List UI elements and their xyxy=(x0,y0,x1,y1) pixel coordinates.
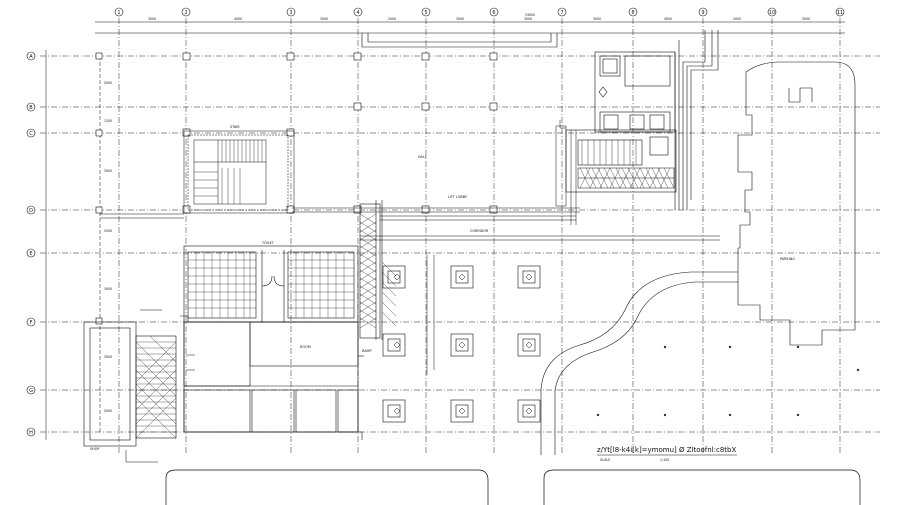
bottom-road-outlines xyxy=(165,469,861,505)
planters xyxy=(382,265,541,423)
dimension-text: 2000 xyxy=(733,17,741,21)
row-label: F xyxy=(30,320,33,326)
drawing-title-block: z/Yt[l8-k4i[k]=ymomu] Ø Zltoofnl:c8tbX S… xyxy=(597,446,737,462)
stair-label: STAIR xyxy=(230,125,240,129)
ramp-label: RAMP xyxy=(362,349,372,353)
grid-lines-horizontal xyxy=(40,55,880,433)
top-dimension-line xyxy=(95,21,845,34)
column-label: 1 xyxy=(117,10,120,16)
row-label: D xyxy=(29,208,33,214)
tile-grid-left xyxy=(188,252,256,318)
drawing-title: z/Yt[l8-k4i[k]=ymomu] Ø Zltoofnl:c8tbX xyxy=(597,446,736,454)
column-bubble-labels: 1 2 3 4 5 6 7 8 9 10 11 xyxy=(117,10,843,16)
tile-grid-right xyxy=(288,252,354,318)
dimension-text: 3000 xyxy=(524,17,532,21)
column-label: 11 xyxy=(837,10,843,16)
stair-hatch-lower xyxy=(135,335,177,439)
column-label: 10 xyxy=(769,10,775,16)
column-label: 7 xyxy=(560,10,563,16)
service-core xyxy=(565,30,719,210)
toilet-label: TOILET xyxy=(261,241,275,245)
ramp-hatch xyxy=(359,200,397,340)
hatch-strip-upper xyxy=(577,167,675,189)
row-bubble-labels: A B C D E F G H xyxy=(29,54,33,436)
planter-dimension-ticks xyxy=(426,255,435,375)
column-label: 6 xyxy=(492,10,495,16)
dimension-text: 4000 xyxy=(664,17,672,21)
site-boundary-right xyxy=(540,61,856,455)
structural-columns xyxy=(95,52,498,325)
parking-label: PARKING xyxy=(780,257,795,261)
dimension-text: 3000 xyxy=(802,17,810,21)
column-label: 8 xyxy=(631,10,634,16)
row-bubbles xyxy=(26,51,36,437)
stair-block-upper xyxy=(183,130,295,214)
column-bubbles xyxy=(114,7,845,17)
row-label: H xyxy=(29,430,33,436)
parking-bay-dots xyxy=(596,345,860,417)
dimension-text: 3000 xyxy=(456,17,464,21)
row-label: A xyxy=(29,54,33,60)
grid-lines-vertical xyxy=(118,18,841,455)
row-label: E xyxy=(29,251,32,257)
row-label: B xyxy=(29,105,33,111)
dimension-text: 2000 xyxy=(104,81,112,85)
row-label: C xyxy=(29,131,33,137)
dimension-text: 3000 xyxy=(320,17,328,21)
dimension-text: 3000 xyxy=(104,355,112,359)
overall-dimension-text: 33000 xyxy=(525,13,535,17)
top-entrance-outline xyxy=(361,33,558,48)
column-label: 4 xyxy=(356,10,359,16)
dimension-text: 3000 xyxy=(104,287,112,291)
level-markers xyxy=(125,309,195,463)
core-link-wall xyxy=(555,120,577,225)
dimension-text: 3000 xyxy=(104,169,112,173)
column-label: 2 xyxy=(184,10,187,16)
room-label: ROOM xyxy=(300,345,311,349)
dimension-text: 3000 xyxy=(593,17,601,21)
left-dimension-texts: 2000 1200 3000 2000 3000 3000 2000 xyxy=(104,81,112,413)
scale-value: 1:100 xyxy=(660,458,669,462)
lower-rooms xyxy=(180,315,364,440)
left-dimension-line xyxy=(45,50,101,440)
column-label: 3 xyxy=(289,10,292,16)
corridor-walls xyxy=(100,207,720,241)
dimension-text: 3000 xyxy=(148,17,156,21)
dimension-text: 2000 xyxy=(104,229,112,233)
row-label: G xyxy=(29,388,33,394)
dimension-text: 2000 xyxy=(388,17,396,21)
planter-markers xyxy=(393,273,533,415)
dimension-text: 4000 xyxy=(234,17,242,21)
corridor-label: CORRIDOR xyxy=(470,229,489,233)
lift-lobby-label: LIFT LOBBY xyxy=(448,195,468,199)
dimension-text: 1200 xyxy=(104,119,112,123)
column-label: 9 xyxy=(701,10,704,16)
shop-label: SHOP xyxy=(90,447,99,451)
dimension-text: 2000 xyxy=(104,409,112,413)
column-label: 5 xyxy=(424,10,427,16)
top-dimension-texts: 3000 4000 3000 2000 3000 3000 3000 4000 … xyxy=(148,13,810,21)
hall-label: HALL xyxy=(418,155,427,159)
scale-label: SCALE xyxy=(600,458,610,462)
